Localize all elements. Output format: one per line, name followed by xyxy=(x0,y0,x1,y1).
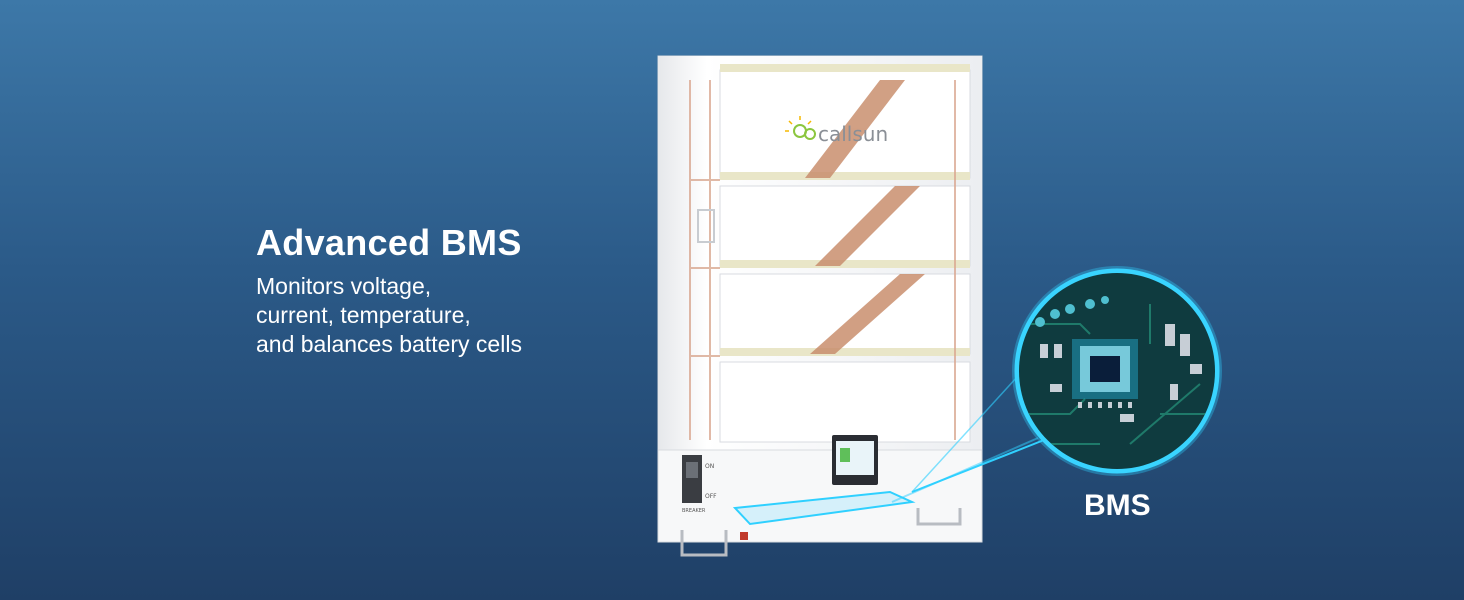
bms-label: BMS xyxy=(1084,489,1151,522)
brand-name: callsun xyxy=(818,122,888,146)
description-line-3: and balances battery cells xyxy=(256,331,522,357)
description-line-2: current, temperature, xyxy=(256,302,471,328)
breaker-on-label: ON xyxy=(705,463,714,470)
breaker-switch xyxy=(682,455,702,503)
description: Monitors voltage, current, temperature, … xyxy=(256,272,522,359)
sun-leaf-logo-icon xyxy=(785,116,816,140)
lcd-display xyxy=(832,435,878,485)
breaker-caption: BREAKER xyxy=(682,508,706,514)
breaker-off-label: OFF xyxy=(705,493,717,500)
description-line-1: Monitors voltage, xyxy=(256,273,432,299)
battery-product-image: callsun ON OFF BREAKER xyxy=(657,55,983,557)
circuit-chip-icon xyxy=(1012,266,1222,476)
headline: Advanced BMS xyxy=(256,222,522,263)
